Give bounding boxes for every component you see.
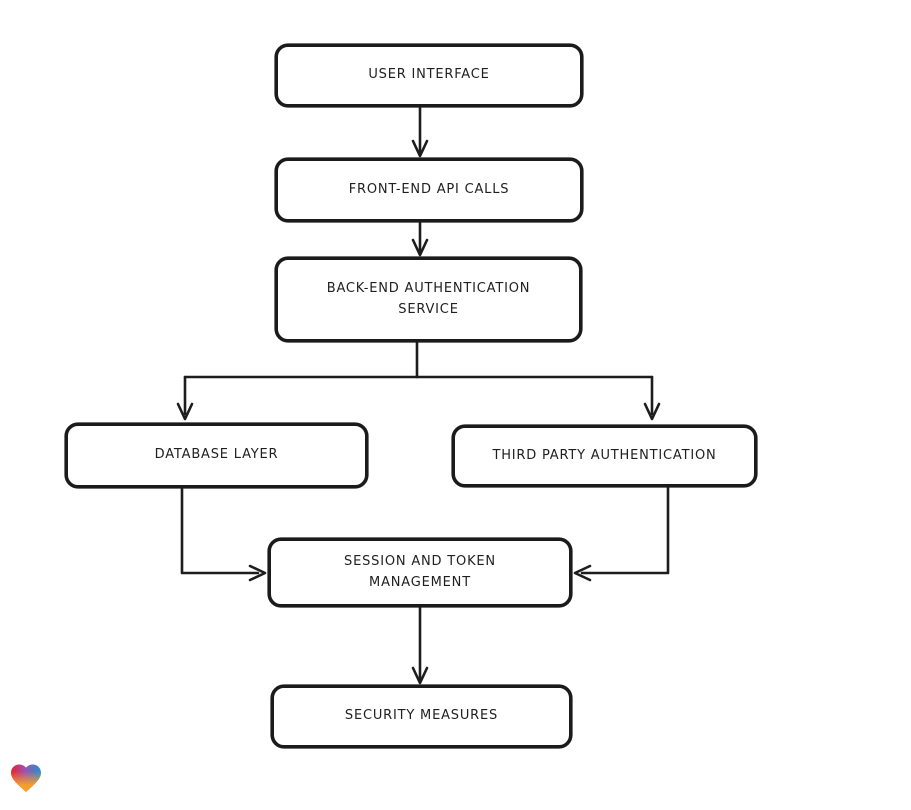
node-security-measures[interactable]: SECURITY MEASURES <box>271 685 572 748</box>
edge-front-end-to-back-end <box>411 221 429 257</box>
node-front-end-api-calls[interactable]: FRONT-END API CALLS <box>275 158 583 222</box>
node-label: FRONT-END API CALLS <box>348 181 510 197</box>
arrowhead-down-icon <box>411 666 429 685</box>
node-label: USER INTERFACE <box>368 67 490 83</box>
node-label: DATABASE LAYER <box>154 447 279 463</box>
heart-gradient-icon <box>11 764 41 793</box>
node-user-interface[interactable]: USER INTERFACE <box>275 44 583 107</box>
node-label: SESSION AND TOKEN MANAGEMENT <box>344 553 496 590</box>
node-third-party-authentication[interactable]: THIRD PARTY AUTHENTICATION <box>452 425 757 487</box>
edge-back-end-branch <box>176 341 661 421</box>
arrowhead-down-icon <box>176 402 194 421</box>
node-session-and-token-management[interactable]: SESSION AND TOKEN MANAGEMENT <box>268 538 572 607</box>
edge-session-to-security <box>411 606 429 685</box>
node-database-layer[interactable]: DATABASE LAYER <box>65 423 368 488</box>
node-label: THIRD PARTY AUTHENTICATION <box>492 447 717 463</box>
arrowhead-left-icon <box>573 564 592 582</box>
arrowhead-down-icon <box>411 139 429 158</box>
arrowhead-down-icon <box>643 402 661 421</box>
node-label: BACK-END AUTHENTICATION SERVICE <box>326 280 531 317</box>
arrowhead-down-icon <box>411 238 429 257</box>
node-label: SECURITY MEASURES <box>344 708 499 724</box>
edge-user-interface-to-front-end <box>411 106 429 158</box>
edge-third-party-to-session <box>573 486 670 582</box>
edge-database-to-session <box>180 487 267 582</box>
node-back-end-authentication-service[interactable]: BACK-END AUTHENTICATION SERVICE <box>275 257 582 342</box>
arrowhead-right-icon <box>248 564 267 582</box>
